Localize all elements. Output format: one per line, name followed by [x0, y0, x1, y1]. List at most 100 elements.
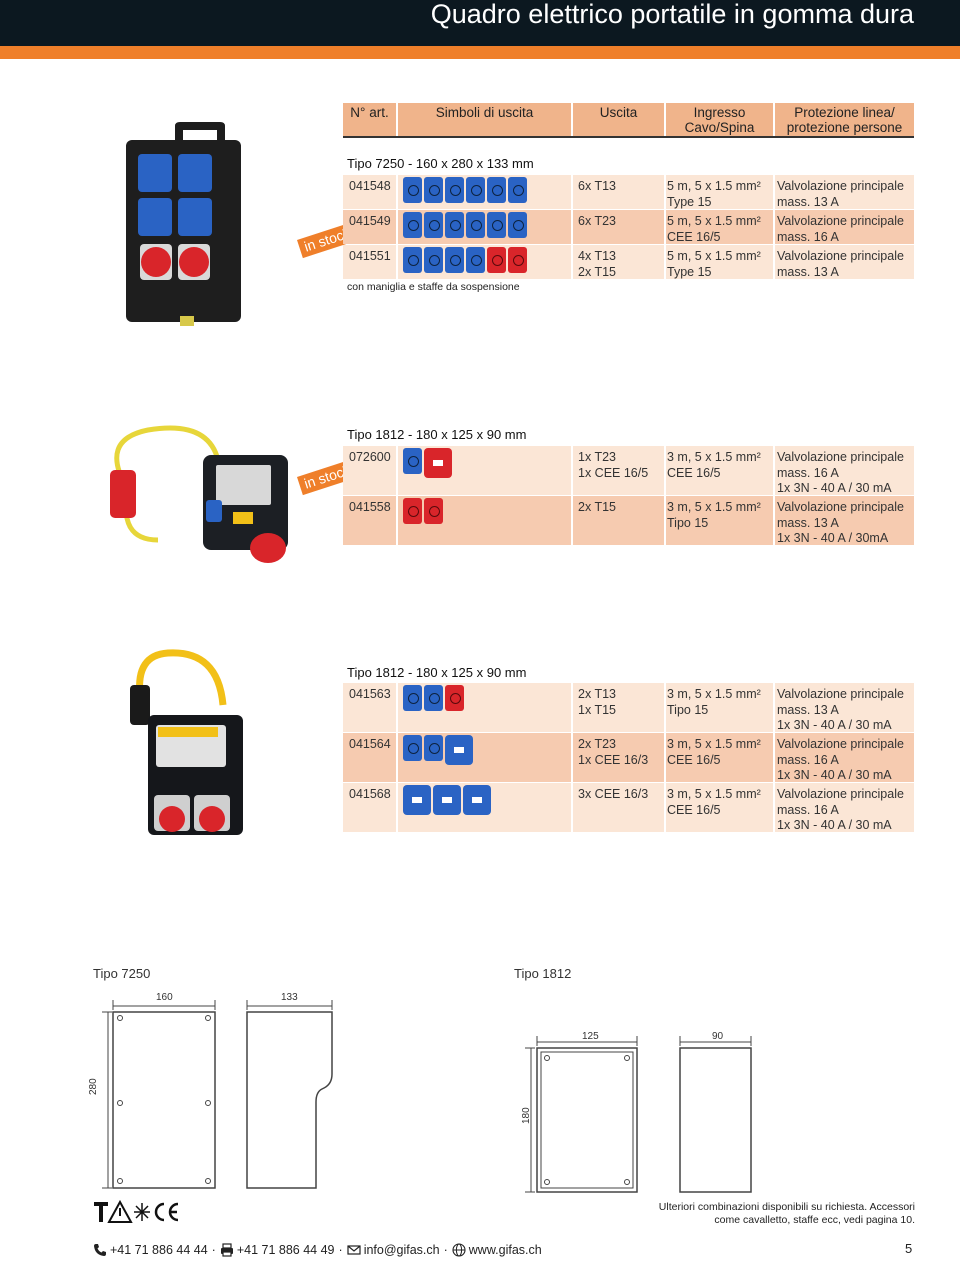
- ce-mark-icon: [154, 1202, 165, 1222]
- output-cell: 2x T23 1x CEE 16/3: [578, 737, 648, 768]
- socket-t23-icon: [487, 212, 506, 238]
- section-title: Tipo 1812 - 180 x 125 x 90 mm: [347, 665, 527, 680]
- output-symbols: [403, 247, 527, 273]
- cell-divider: [571, 446, 573, 495]
- output-line1: 1x T23: [578, 450, 616, 464]
- input-line1: 3 m, 5 x 1.5 mm²: [667, 687, 761, 701]
- output-symbols: [403, 735, 473, 765]
- page-header: Quadro elettrico portatile in gomma dura: [0, 0, 960, 46]
- cell-divider: [396, 210, 398, 244]
- protection-line1: Valvolazione principale: [777, 737, 904, 751]
- article-number: 072600: [349, 450, 391, 464]
- article-number: 041563: [349, 687, 391, 701]
- col-header-output: Uscita: [573, 103, 664, 136]
- section-title: Tipo 1812 - 180 x 125 x 90 mm: [347, 427, 527, 442]
- warning-triangle-icon: [107, 1199, 133, 1223]
- email-link[interactable]: info@gifas.ch: [363, 1243, 440, 1257]
- dimension-depth-7250: 133: [281, 992, 298, 1003]
- separator: ·: [443, 1243, 448, 1257]
- footer-contact: +41 71 886 44 44 · +41 71 886 44 49 · in…: [93, 1243, 542, 1257]
- phone-number[interactable]: +41 71 886 44 44: [110, 1243, 208, 1257]
- protection-line1: Valvolazione principale: [777, 179, 904, 193]
- table-row: 041551 4x T13 2x T15 5 m, 5 x 1.5 mm² Ty…: [343, 245, 914, 279]
- cell-divider: [571, 683, 573, 732]
- input-line1: 5 m, 5 x 1.5 mm²: [667, 249, 761, 263]
- input-line1: 3 m, 5 x 1.5 mm²: [667, 787, 761, 801]
- socket-t13-icon: [487, 177, 506, 203]
- cell-divider: [773, 446, 775, 495]
- cell-divider: [664, 496, 666, 545]
- article-number: 041564: [349, 737, 391, 751]
- protection-cell: Valvolazione principale mass. 13 A: [777, 249, 904, 280]
- protection-line2: mass. 13 A: [777, 702, 839, 717]
- cell-divider: [396, 683, 398, 732]
- cell-divider: [396, 245, 398, 279]
- phone-icon: [94, 1244, 106, 1256]
- protection-cell: Valvolazione principale mass. 16 A 1x 3N…: [777, 737, 904, 784]
- input-cell: 3 m, 5 x 1.5 mm² Tipo 15: [667, 687, 761, 718]
- socket-cee-16-5-icon: [424, 448, 452, 478]
- protection-cell: Valvolazione principale mass. 13 A 1x 3N…: [777, 687, 904, 734]
- drawing-label-tipo-7250: Tipo 7250: [93, 966, 151, 981]
- input-cell: 5 m, 5 x 1.5 mm² Type 15: [667, 179, 761, 210]
- table-row: 072600 1x T23 1x CEE 16/5 3 m, 5 x 1.5 m…: [343, 446, 914, 495]
- input-line2: CEE 16/5: [667, 802, 721, 817]
- col-header-protection-line1: Protezione linea/: [794, 105, 895, 120]
- cell-divider: [396, 733, 398, 782]
- fax-number[interactable]: +41 71 886 44 49: [236, 1243, 335, 1257]
- col-header-protection: Protezione linea/ protezione persone: [775, 103, 914, 136]
- website-link[interactable]: www.gifas.ch: [468, 1243, 542, 1257]
- protection-line2: mass. 16 A: [777, 752, 839, 767]
- protection-line1: Valvolazione principale: [777, 249, 904, 263]
- input-line1: 3 m, 5 x 1.5 mm²: [667, 450, 761, 464]
- socket-t23-icon: [403, 735, 422, 761]
- cell-divider: [571, 733, 573, 782]
- output-symbols: [403, 448, 452, 478]
- input-cell: 5 m, 5 x 1.5 mm² Type 15: [667, 249, 761, 280]
- socket-t23-icon: [403, 448, 422, 474]
- input-cell: 5 m, 5 x 1.5 mm² CEE 16/5: [667, 214, 761, 245]
- socket-cee-16-3-icon: [433, 785, 461, 815]
- cell-divider: [664, 210, 666, 244]
- socket-t13-icon: [403, 247, 422, 273]
- socket-cee-16-3-icon: [445, 735, 473, 765]
- col-header-input-line1: Ingresso: [693, 105, 746, 120]
- article-number: 041568: [349, 787, 391, 801]
- socket-t15-icon: [487, 247, 506, 273]
- output-symbols: [403, 498, 443, 524]
- drawing-tipo-7250: [102, 1000, 333, 1189]
- socket-t23-icon: [424, 735, 443, 761]
- cell-divider: [664, 446, 666, 495]
- footer-note-line1: Ulteriori combinazioni disponibili su ri…: [658, 1201, 915, 1213]
- page-number: 5: [905, 1241, 913, 1256]
- output-line1: 4x T13: [578, 249, 616, 263]
- email-icon: [347, 1245, 361, 1255]
- globe-icon: [452, 1243, 466, 1257]
- socket-t23-icon: [424, 212, 443, 238]
- separator: ·: [211, 1243, 216, 1257]
- socket-t23-icon: [508, 212, 527, 238]
- protection-line1: Valvolazione principale: [777, 687, 904, 701]
- footer-note: Ulteriori combinazioni disponibili su ri…: [655, 1201, 915, 1226]
- protection-line3: 1x 3N - 40 A / 30 mA: [777, 718, 892, 732]
- protection-cell: Valvolazione principale mass. 16 A 1x 3N…: [777, 787, 904, 834]
- cell-divider: [773, 210, 775, 244]
- protection-cell: Valvolazione principale mass. 13 A: [777, 179, 904, 210]
- cell-divider: [664, 783, 666, 832]
- output-line1: 3x CEE 16/3: [578, 787, 649, 801]
- dimension-width-7250: 160: [156, 992, 173, 1003]
- socket-t15-icon: [403, 498, 422, 524]
- cell-divider: [664, 733, 666, 782]
- table-row: 041564 2x T23 1x CEE 16/3 3 m, 5 x 1.5 m…: [343, 733, 914, 782]
- table-row: 041563 2x T13 1x T15 3 m, 5 x 1.5 mm² Ti…: [343, 683, 914, 732]
- socket-t13-icon: [508, 177, 527, 203]
- col-header-input: Ingresso Cavo/Spina: [666, 103, 773, 136]
- output-line1: 6x T23: [578, 214, 616, 228]
- cell-divider: [664, 175, 666, 209]
- output-symbols: [403, 785, 491, 815]
- cell-divider: [773, 175, 775, 209]
- input-line2: Type 15: [667, 194, 712, 209]
- output-line1: 2x T13: [578, 687, 616, 701]
- table-row: 041549 6x T23 5 m, 5 x 1.5 mm² CEE 16/5 …: [343, 210, 914, 244]
- col-header-symbols: Simboli di uscita: [398, 103, 571, 136]
